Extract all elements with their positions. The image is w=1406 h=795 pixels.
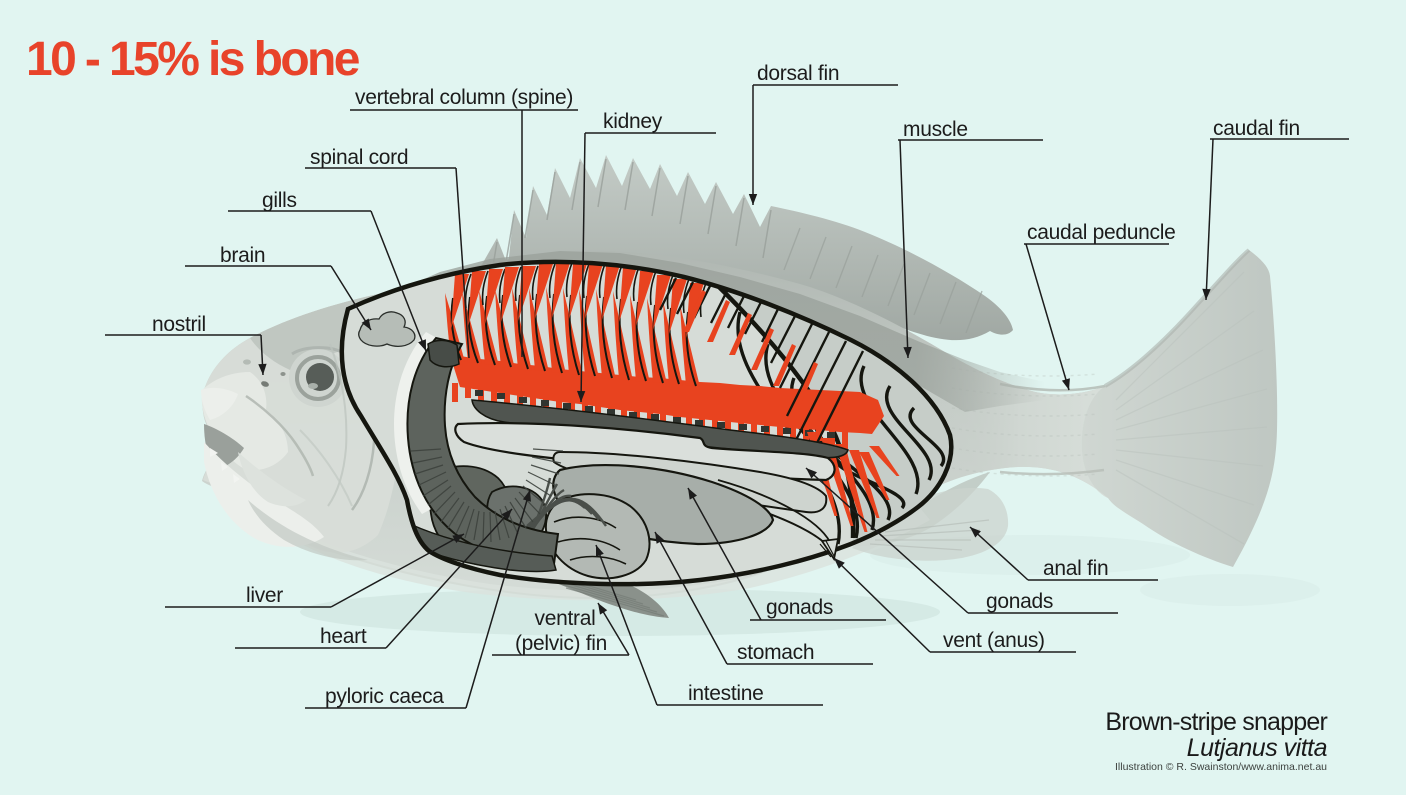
svg-text:Brown-stripe snapper: Brown-stripe snapper: [1105, 708, 1327, 736]
svg-text:ventral: ventral: [535, 607, 596, 630]
svg-text:Lutjanus vitta: Lutjanus vitta: [1187, 734, 1328, 762]
svg-text:gonads: gonads: [766, 596, 833, 619]
svg-text:gills: gills: [262, 189, 297, 212]
svg-text:nostril: nostril: [152, 313, 206, 336]
svg-text:10 - 15% is bone: 10 - 15% is bone: [26, 33, 360, 86]
svg-text:stomach: stomach: [737, 641, 814, 664]
svg-text:caudal peduncle: caudal peduncle: [1027, 221, 1175, 244]
svg-text:heart: heart: [320, 625, 367, 648]
svg-text:intestine: intestine: [688, 682, 764, 705]
svg-text:kidney: kidney: [603, 110, 663, 133]
svg-text:brain: brain: [220, 244, 265, 267]
svg-text:vertebral column (spine): vertebral column (spine): [355, 86, 573, 109]
svg-text:pyloric caeca: pyloric caeca: [325, 685, 444, 708]
svg-text:spinal cord: spinal cord: [310, 146, 408, 169]
svg-text:(pelvic) fin: (pelvic) fin: [515, 632, 607, 655]
svg-text:vent (anus): vent (anus): [943, 629, 1045, 652]
svg-text:anal fin: anal fin: [1043, 557, 1108, 580]
svg-text:Illustration © R. Swainston/ww: Illustration © R. Swainston/www.anima.ne…: [1115, 761, 1327, 773]
svg-text:gonads: gonads: [986, 590, 1053, 613]
svg-text:dorsal fin: dorsal fin: [757, 62, 839, 85]
svg-text:muscle: muscle: [903, 118, 968, 141]
svg-text:liver: liver: [246, 584, 283, 607]
svg-text:caudal fin: caudal fin: [1213, 117, 1300, 140]
